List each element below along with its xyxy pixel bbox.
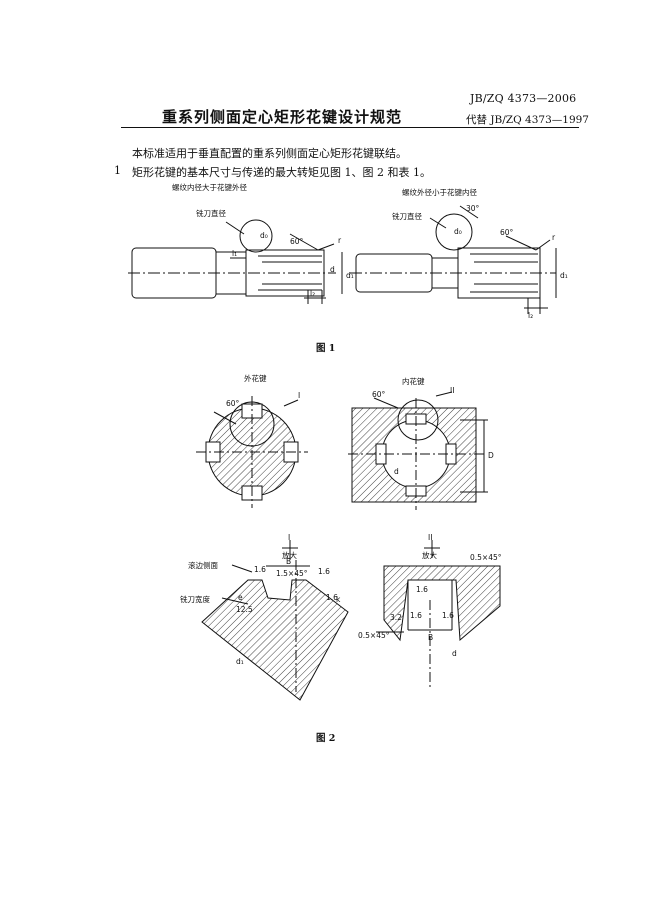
fig1-l1: l₁ xyxy=(232,249,237,258)
fig2-detail-II-enlarged: 放大 xyxy=(422,550,437,560)
left-cutter-circle xyxy=(239,219,273,253)
detail-II-section xyxy=(383,565,501,642)
fig1-angle-right: 60° xyxy=(500,228,514,237)
fig2-d1: d₁ xyxy=(236,657,244,666)
fig2-roughness-16-b: 1.6 xyxy=(318,567,330,576)
fig2-roughness-16-c: 1.6 xyxy=(326,593,338,602)
fig1-r-right: r xyxy=(552,233,556,242)
fig2-detail-II-roman: II xyxy=(428,533,432,542)
fig1-left-label: 螺纹内径大于花键外径 xyxy=(172,182,247,192)
page-title: 重系列侧面定心矩形花键设计规范 xyxy=(162,108,403,126)
fig2-detail-II-B: B xyxy=(428,633,433,642)
fig1-d0-right: d₀ xyxy=(454,227,462,236)
fig2-roughness-16-a: 1.6 xyxy=(254,565,266,574)
fig1-l2-right: l₂ xyxy=(528,311,533,320)
standard-code: JB/ZQ 4373—2006 xyxy=(470,92,577,105)
fig2-angle-internal: 60° xyxy=(372,390,386,399)
fig1-d1-right: d₁ xyxy=(560,271,568,280)
fig2-rolled-side: 滚边侧面 xyxy=(188,560,218,570)
fig2-roman-2-marker: II xyxy=(450,386,454,395)
fig2-internal-label: 内花键 xyxy=(402,376,425,386)
clause-text: 矩形花键的基本尺寸与传递的最大转矩见图 1、图 2 和表 1。 xyxy=(132,166,431,179)
fig2-detail-I-B: B xyxy=(286,557,291,566)
fig1-cutter-left: 铣刀直径 xyxy=(196,208,226,218)
fig1-r-left: r xyxy=(338,236,342,245)
fig1-cutter-right: 铣刀直径 xyxy=(392,211,422,221)
fig1-angle-30: 30° xyxy=(466,204,480,213)
title-rule xyxy=(121,127,579,128)
fig1-l2-left: l₂ xyxy=(310,289,315,298)
fig2-chamfer-05-bottom: 0.5×45° xyxy=(358,631,390,640)
fig2-detail-I-roman: I xyxy=(288,533,290,542)
fig2-angle-external: 60° xyxy=(226,399,240,408)
fig2-D: D xyxy=(488,451,494,460)
fig1-d-left: d xyxy=(330,265,335,274)
fig1-d1-left: d₁ xyxy=(346,271,354,280)
fig2-roman-1-marker: I xyxy=(298,391,300,400)
fig2-roughness-125: 12.5 xyxy=(236,605,253,614)
fig2-detail-I-enlarged: 放大 xyxy=(282,550,297,560)
fig2-roughness-16-d: 1.6 xyxy=(416,585,428,594)
fig2-external-label: 外花键 xyxy=(244,373,267,383)
fig2-roughness-16-e: 1.6 xyxy=(442,611,454,620)
fig2-chamfer-15: 1.5×45° xyxy=(276,569,308,578)
figure-1-caption: 图 1 xyxy=(316,343,336,354)
fig2-d-internal: d xyxy=(394,467,399,476)
detail-I-section xyxy=(201,579,349,701)
fig2-e: e xyxy=(238,593,243,602)
fig2-detail-II-d: d xyxy=(452,649,457,658)
fig1-d0-left: d₀ xyxy=(260,231,268,240)
intro-paragraph: 本标准适用于垂直配置的重系列侧面定心矩形花键联结。 xyxy=(132,147,407,160)
fig2-roughness-16-f: 1.6 xyxy=(410,611,422,620)
fig2-roughness-32: 3.2 xyxy=(390,613,402,622)
fig2-k: k xyxy=(336,595,341,604)
fig1-right-label: 螺纹外径小于花键内径 xyxy=(402,187,477,197)
fig1-angle-left: 60° xyxy=(290,237,304,246)
internal-detail-circle xyxy=(397,399,439,441)
clause-number: 1 xyxy=(114,164,121,177)
replaces-standard: 代替 JB/ZQ 4373—1997 xyxy=(466,114,589,126)
fig2-cutter-width: 铣刀宽度 xyxy=(180,594,210,604)
figure-2-caption: 图 2 xyxy=(316,733,336,744)
fig2-chamfer-05-top: 0.5×45° xyxy=(470,553,502,562)
right-cutter-circle xyxy=(435,213,473,251)
